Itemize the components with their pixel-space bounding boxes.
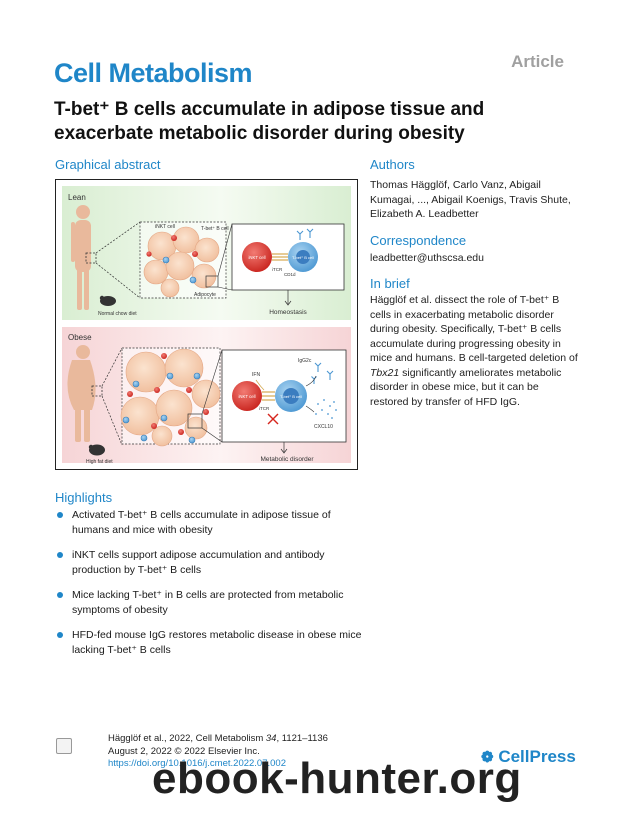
lean-adipocyte-cluster [143, 226, 220, 298]
graphical-abstract-figure: Lean Normal chow diet [55, 179, 358, 470]
svg-text:T-bet⁺ B cell: T-bet⁺ B cell [280, 394, 302, 399]
mouse-icon [99, 295, 116, 306]
highlights-heading: Highlights [55, 490, 113, 505]
obese-outcome-label: Metabolic disorder [260, 456, 314, 463]
bullet-dot-icon [57, 552, 63, 558]
bullet-dot-icon [57, 592, 63, 598]
citation-block: Hägglöf et al., 2022, Cell Metabolism 34… [108, 733, 328, 769]
gene-name: Tbx21 [370, 366, 400, 379]
svg-text:CD1d: CD1d [284, 272, 296, 277]
obese-body-silhouette [67, 345, 96, 442]
lean-antibody-icons [296, 228, 314, 240]
lean-adipocyte-label: Adipocyte [194, 292, 216, 298]
correspondence-email[interactable]: leadbetter@uthscsa.edu [370, 252, 484, 264]
cellpress-logo: ❁ CellPress [481, 747, 576, 766]
svg-text:iNKT cell: iNKT cell [248, 255, 265, 260]
lean-label: Lean [68, 193, 86, 202]
cxcl10-dots [315, 399, 337, 419]
svg-text:iTCR: iTCR [272, 267, 283, 272]
svg-text:iNKT cell: iNKT cell [238, 394, 255, 399]
obese-label: Obese [68, 333, 92, 342]
red-x-icon [267, 413, 279, 425]
lean-tbet-label: T-bet⁺ B cell [201, 226, 229, 232]
highlight-item: HFD-fed mouse IgG restores metabolic dis… [56, 628, 366, 657]
bullet-dot-icon [57, 512, 63, 518]
lean-diet-label: Normal chow diet [98, 311, 137, 317]
obese-diet-label: High fat diet [86, 459, 113, 465]
graphical-abstract-heading: Graphical abstract [55, 157, 161, 172]
correspondence-heading: Correspondence [370, 233, 467, 248]
lean-inkt-cell [242, 242, 272, 272]
article-type-label: Article [511, 52, 564, 71]
lean-body-silhouette [71, 205, 91, 310]
doi-link[interactable]: https://doi.org/10.1016/j.cmet.2022.07.0… [108, 758, 286, 769]
cellpress-icon: ❁ [481, 749, 494, 766]
journal-cover-icon [56, 738, 72, 754]
svg-text:CXCL10: CXCL10 [314, 424, 333, 430]
highlight-item: Mice lacking T-bet⁺ in B cells are prote… [56, 588, 366, 617]
svg-text:IFN: IFN [252, 372, 260, 378]
mouse-icon-obese [88, 444, 105, 456]
lean-outcome-label: Homeostasis [269, 309, 307, 316]
in-brief-heading: In brief [370, 276, 410, 291]
paper-title: T-bet⁺ B cells accumulate in adipose tis… [54, 99, 485, 144]
highlights-list: Activated T-bet⁺ B cells accumulate in a… [56, 508, 366, 668]
svg-text:T-bet⁺ B cell: T-bet⁺ B cell [292, 255, 314, 260]
in-brief-text: Hägglöf et al. dissect the role of T-bet… [370, 294, 578, 408]
highlight-item: Activated T-bet⁺ B cells accumulate in a… [56, 508, 366, 537]
lean-inkt-label: iNKT cell [155, 224, 175, 230]
bullet-dot-icon [57, 632, 63, 638]
svg-text:iTCR: iTCR [259, 406, 270, 411]
lean-immune-cells [146, 235, 198, 284]
journal-name: Cell Metabolism [54, 58, 253, 88]
obese-inkt-cell [232, 381, 262, 411]
highlight-item: iNKT cells support adipose accumulation … [56, 548, 366, 577]
svg-text:IgG2c: IgG2c [298, 358, 312, 364]
authors-heading: Authors [370, 157, 415, 172]
authors-list: Thomas Hägglöf, Carlo Vanz, Abigail Kuma… [370, 179, 571, 220]
obese-immune-cells [122, 353, 209, 444]
watermark-text: ebook-hunter.org [152, 754, 522, 803]
